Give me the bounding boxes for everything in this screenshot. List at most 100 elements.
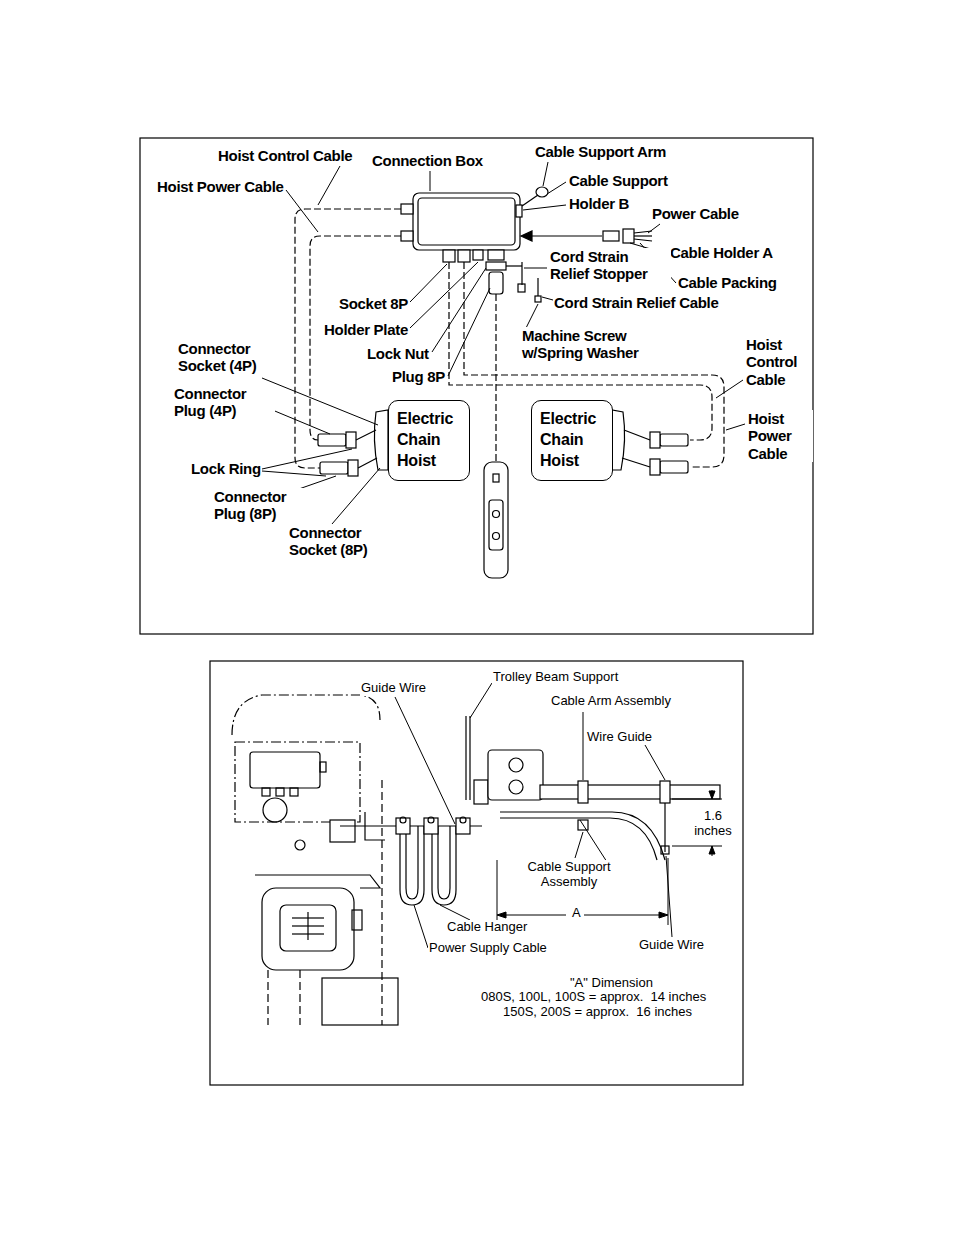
- leader-line: [524, 268, 547, 269]
- pendant: [489, 500, 503, 550]
- leader-line: [726, 424, 745, 430]
- leader-line: [470, 683, 492, 718]
- leader-line: [648, 224, 660, 233]
- leader-line: [332, 468, 380, 524]
- connector: [374, 410, 388, 470]
- leader-line: [666, 856, 672, 937]
- callout-label: "A" Dimension: [569, 976, 654, 991]
- part-label: Cable Support Arm: [534, 143, 667, 160]
- connector: [612, 410, 625, 470]
- connector: [318, 434, 346, 446]
- part-label: Connector Plug (4P): [173, 385, 275, 420]
- connector: [358, 458, 377, 468]
- hoist-side-view: [267, 970, 268, 1025]
- callout-label: 080S, 100L, 100S = approx. 14 inches: [480, 990, 707, 1005]
- part-label: Plug 8P: [391, 368, 446, 385]
- leader-line: [542, 297, 553, 300]
- callout-label: Wire Guide: [586, 730, 653, 745]
- cable-arm: [500, 818, 657, 860]
- cord-strain-relief: [506, 265, 522, 266]
- cable-hanger: [396, 818, 410, 834]
- hoist-box: Electric Chain Hoist: [388, 400, 470, 481]
- leader-line: [716, 380, 743, 398]
- part-label: Cord Strain Relief Cable: [553, 294, 720, 311]
- callout-label: 150S, 200S = approx. 16 inches: [502, 1005, 693, 1020]
- connection-box: [443, 250, 455, 262]
- leader-line: [318, 166, 340, 205]
- connection-box: [401, 187, 548, 294]
- dimension-line: [709, 791, 715, 799]
- hoist-side-view: [322, 978, 398, 1025]
- hoist-side-view: [290, 788, 298, 796]
- cable-hanger: [340, 812, 482, 905]
- cable-hanger: [438, 826, 450, 899]
- connection-box: [486, 262, 506, 270]
- cable: [295, 209, 724, 468]
- callout-label: Power Supply Cable: [428, 941, 548, 956]
- part-label: Connector Plug (8P): [213, 488, 305, 523]
- connection-box: [516, 205, 522, 217]
- hoist-side-view: [262, 788, 270, 796]
- connection-box: [413, 193, 520, 250]
- frame: [140, 138, 813, 1085]
- leader-line: [410, 264, 447, 302]
- hoist-side-view: [352, 910, 362, 930]
- leader-line: [432, 268, 486, 352]
- leader-line: [440, 905, 470, 920]
- leader-line: [395, 697, 455, 824]
- connector: [348, 460, 358, 476]
- cable-hanger: [424, 818, 438, 834]
- connector: [624, 430, 650, 440]
- power-cable: [521, 229, 652, 243]
- cable-arm: [509, 758, 523, 772]
- cord-strain-relief: [537, 278, 538, 296]
- power-cable: [603, 231, 619, 241]
- part-label: Hoist Power Cable: [156, 178, 285, 195]
- hoist-side-view: [232, 695, 380, 735]
- cable-hanger: [460, 817, 466, 823]
- dimension-line: [672, 846, 722, 847]
- part-label: Cord Strain Relief Stopper: [549, 248, 671, 283]
- cable-arm: [664, 803, 665, 852]
- connector: [356, 430, 376, 440]
- hoist-side-view: [280, 905, 336, 951]
- connection-box: [458, 250, 470, 262]
- part-label: Lock Nut: [366, 345, 430, 362]
- cable-arm: [500, 812, 665, 860]
- hoist-side-view: [295, 840, 305, 850]
- cable-arm: [578, 781, 588, 803]
- connector: [320, 462, 348, 474]
- cord-strain-relief: [521, 262, 522, 285]
- cable-arm: [660, 781, 670, 803]
- connector: [650, 432, 660, 448]
- connector: [622, 458, 650, 467]
- connector: [660, 434, 688, 446]
- part-label: Hoist Control Cable: [217, 147, 353, 164]
- leader-line: [448, 288, 490, 376]
- part-label: Connector Socket (4P): [177, 340, 279, 375]
- part-label: Lock Ring: [190, 460, 262, 477]
- connection-box: [489, 272, 503, 294]
- leader-line: [575, 832, 583, 858]
- hoist-label: Electric Chain Hoist: [397, 409, 461, 471]
- hoist-side-view: [262, 888, 354, 970]
- hoist-side-view: [235, 742, 360, 822]
- cable-hanger: [428, 817, 434, 823]
- leader-line: [547, 182, 566, 194]
- cable-arm: [466, 716, 720, 860]
- frame: [140, 138, 813, 634]
- leader-line: [583, 712, 584, 780]
- cable-hanger: [456, 818, 470, 834]
- connection-box: [488, 250, 504, 260]
- hoist-label: Electric Chain Hoist: [540, 409, 604, 471]
- connection-box: [418, 198, 515, 245]
- callout-label: 1.6 inches: [690, 809, 736, 839]
- hoist-side-view: [255, 875, 380, 888]
- callout-label: Guide Wire: [360, 681, 427, 696]
- callout-label: Cable Hanger: [446, 920, 528, 935]
- hoist-side-view: [320, 762, 326, 772]
- leader-line: [258, 162, 745, 524]
- dimension-line: [500, 915, 566, 916]
- power-cable: [526, 235, 602, 236]
